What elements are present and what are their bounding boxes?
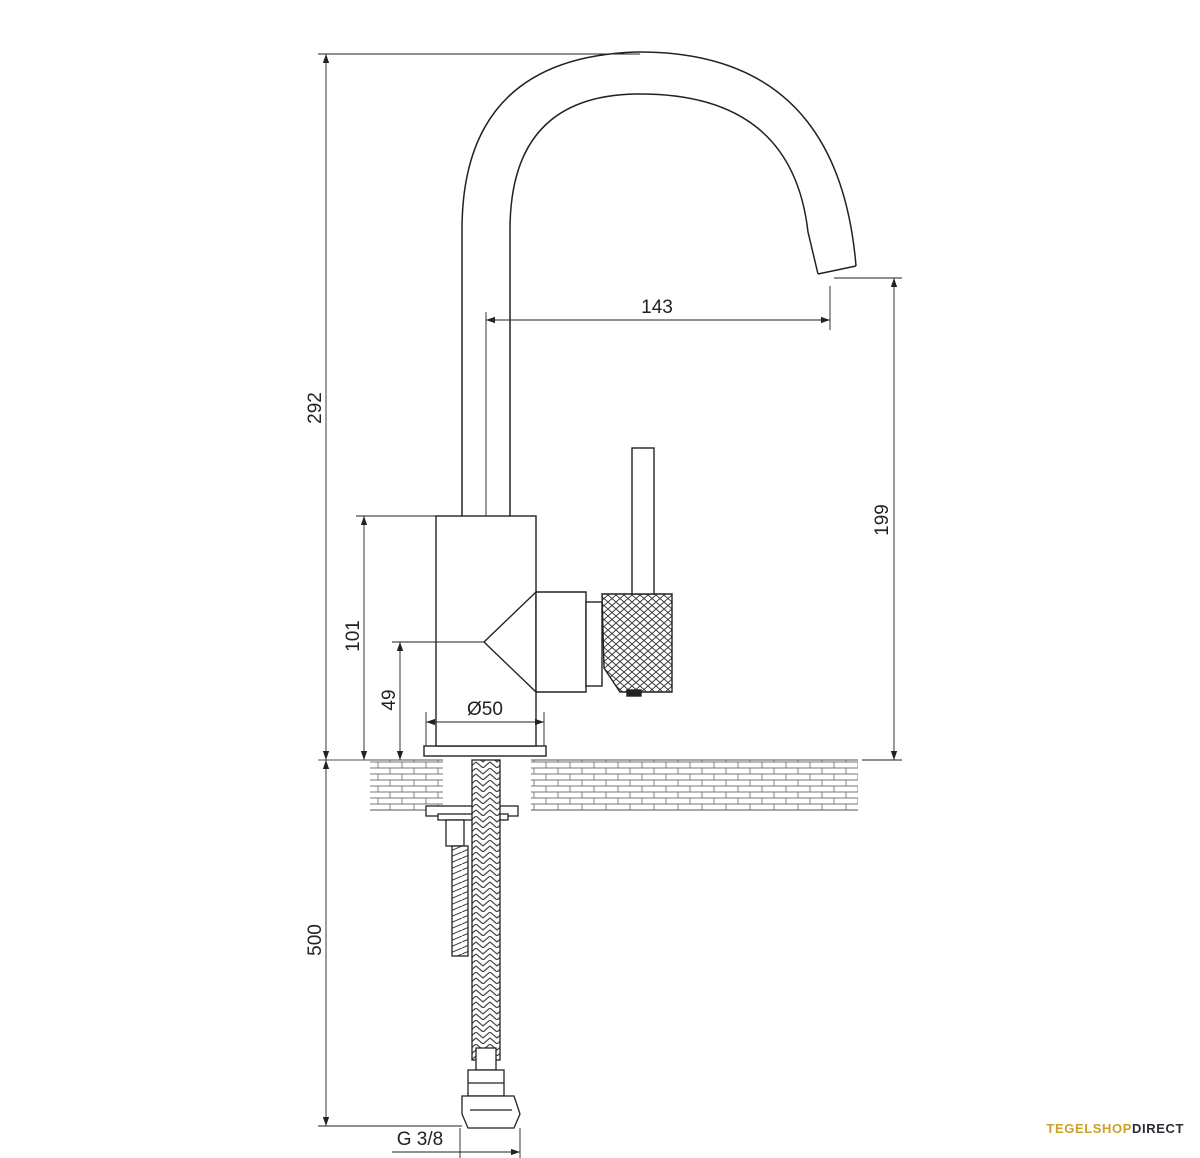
- label-connection-thread: G 3/8: [397, 1129, 443, 1150]
- label-lever-axis-height: 49: [379, 689, 400, 710]
- brand-logo-part1: TEGELSHOP: [1046, 1121, 1132, 1136]
- threaded-rod-head: [445, 819, 465, 847]
- dimension-labels: 292 500 101 49 199 143 Ø50 G 3/8: [305, 297, 893, 1150]
- brand-logo-part2: DIRECT: [1132, 1121, 1184, 1136]
- faucet-body: [423, 447, 673, 757]
- countertop: [318, 755, 858, 815]
- lever-grip: [601, 593, 673, 693]
- spout: [461, 51, 857, 516]
- cartridge-housing: [535, 591, 587, 693]
- hose-ferrule: [475, 1047, 497, 1071]
- label-hose-length: 500: [305, 924, 326, 956]
- brand-logo: TEGELSHOPDIRECT: [1046, 1121, 1184, 1136]
- dimension-lines: [318, 53, 902, 1158]
- threaded-rod: [451, 845, 469, 957]
- label-body-diameter: Ø50: [467, 699, 503, 720]
- flexible-hose: [461, 759, 521, 1129]
- lever-handle: [631, 447, 655, 595]
- label-total-height: 292: [305, 392, 326, 424]
- hose-connector: [461, 1095, 521, 1129]
- label-spout-reach: 143: [641, 297, 673, 318]
- label-outlet-height: 199: [872, 504, 893, 536]
- base-plate: [423, 745, 547, 757]
- cartridge-collar: [585, 601, 603, 687]
- lever-tip: [626, 689, 642, 697]
- label-body-height: 101: [343, 620, 364, 652]
